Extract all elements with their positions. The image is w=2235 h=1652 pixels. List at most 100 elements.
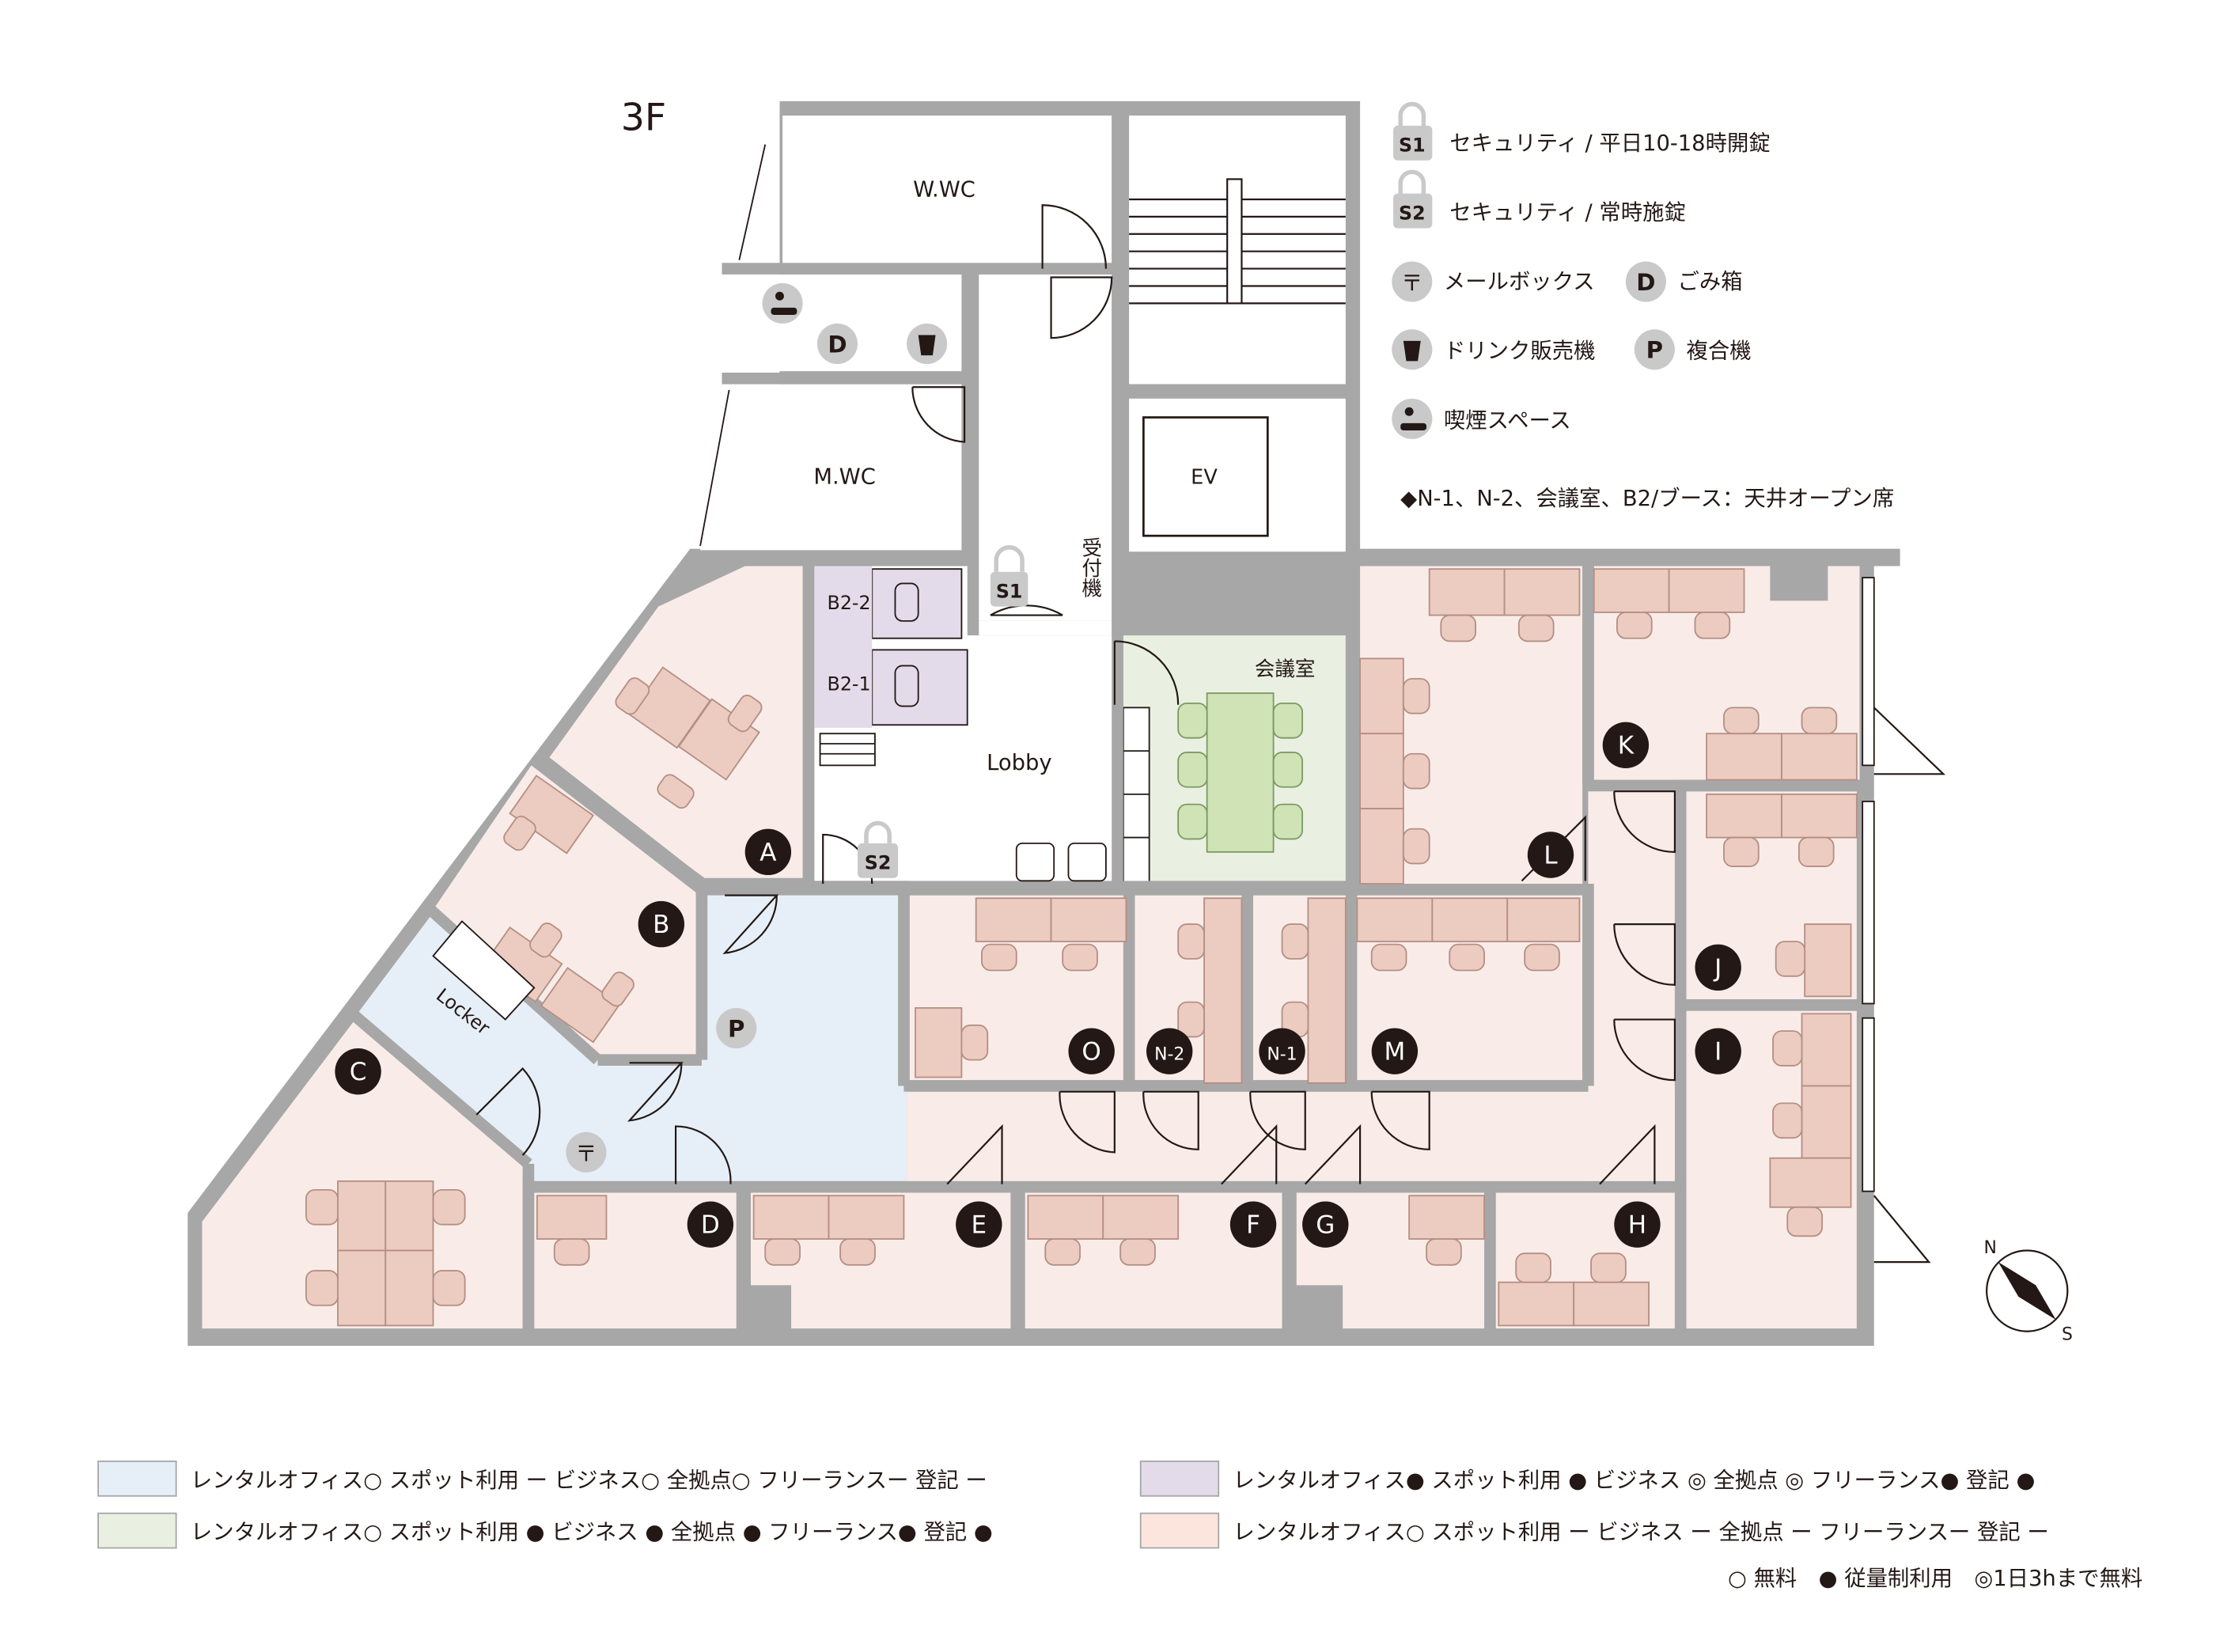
security-s1-icon: S1 [990,545,1028,607]
office-badge-label: B [653,911,669,939]
svg-text:P: P [728,1015,744,1042]
legend-drink-text: ドリンク販売機 [1444,339,1596,364]
office-badge-m: M [1371,1028,1419,1074]
office-badge-label: J [1713,954,1722,983]
svg-text:S2: S2 [1399,203,1426,225]
legend-trash-icon: D [1625,261,1666,302]
office-badge-k: K [1602,722,1650,769]
office-badge-g: G [1302,1201,1349,1248]
legend-printer-text: 複合機 [1687,339,1752,364]
mailbox-icon: 〒 [566,1131,607,1173]
floor-label: 3F [621,96,666,139]
svg-text:D: D [828,331,847,358]
shared-blue-area [354,895,907,1181]
lobby-label: Lobby [987,751,1051,775]
reception-label: 受付機 [1078,537,1102,598]
office-badge-d: D [687,1201,734,1248]
doors [475,204,1946,1264]
office-badge-label: M [1385,1038,1406,1067]
office-badge-label: H [1628,1211,1646,1240]
locker [432,920,536,1021]
office-badge-label: N-2 [1154,1045,1184,1065]
compass-south-label: S [2062,1325,2073,1345]
office-badge-label: F [1246,1211,1260,1240]
office-badge-label: K [1618,732,1635,760]
office-badge-b: B [638,900,685,948]
office-badge-label: N-1 [1267,1045,1297,1065]
trash-icon: D [816,323,858,365]
legend-swatch-green [97,1512,177,1549]
usage-legend: レンタルオフィス○ スポット利用 ー ビジネス○ 全拠点○ フリーランスー 登記… [97,1461,2142,1591]
elevator [1142,416,1269,537]
legend-row-pink: レンタルオフィス○ スポット利用 ー ビジネス ー 全拠点 ー フリーランスー … [1233,1521,2048,1545]
office-badge-label: C [350,1058,367,1086]
svg-text:S1: S1 [996,581,1023,603]
meeting-room [1122,635,1347,885]
smoking-icon [762,282,803,324]
legend-swatch-pink [1139,1512,1220,1549]
office-badges: A B C D E F G H I J K L M N-1 N-2 O [335,722,1741,1248]
svg-text:S1: S1 [1399,135,1426,157]
legend-swatch-purple [1139,1461,1220,1497]
office-badge-j: J [1695,944,1741,991]
stairs [1129,178,1346,305]
svg-text:D: D [1636,269,1655,296]
legend-smoking-icon [1392,398,1433,439]
wwc-label: W.WC [913,177,975,202]
office-badge-l: L [1527,832,1574,878]
office-badge-h: H [1614,1201,1661,1248]
lobby-seats [1015,842,1107,882]
b2-1-label: B2-1 [828,673,871,695]
legend-row-purple: レンタルオフィス● スポット利用 ● ビジネス ◎ 全拠点 ◎ フリーランス● … [1233,1468,2035,1493]
office-badge-c: C [335,1048,381,1095]
svg-text:〒: 〒 [575,1142,597,1166]
svg-text:〒: 〒 [1401,271,1422,296]
legend-footer: ○ 無料 ● 従量制利用 ◎1日3hまで無料 [1728,1567,2142,1591]
legend-open-ceiling-note: ◆N-1、N-2、会議室、B2/ブース：天井オープン席 [1400,487,1894,511]
legend-s1-icon: S1 [1393,101,1433,161]
compass-north-label: N [1983,1238,1996,1258]
ev-label: EV [1191,465,1218,489]
svg-text:P: P [1646,337,1663,364]
legend-mailbox-text: メールボックス [1444,270,1595,294]
office-badge-f: F [1229,1201,1277,1248]
office-badge-label: O [1082,1038,1100,1067]
booth-b2 [814,566,968,767]
service-rooms [700,116,1346,621]
mwc-label: M.WC [813,464,875,489]
legend-swatch-blue [97,1461,177,1497]
svg-text:S2: S2 [865,852,892,874]
office-badge-label: G [1316,1211,1335,1240]
drink-icon [907,323,948,365]
b2-2-label: B2-2 [828,592,871,614]
legend-s2-icon: S2 [1393,169,1433,229]
office-badge-a: A [744,828,792,876]
office-badge-label: I [1714,1038,1722,1067]
meeting-room-label: 会議室 [1255,657,1316,681]
office-badge-n-2: N-2 [1146,1028,1193,1074]
office-badge-i: I [1695,1028,1741,1074]
office-badge-label: A [760,839,776,867]
legend-s2-text: セキュリティ / 常時施錠 [1449,201,1686,225]
office-badge-label: D [701,1211,720,1240]
compass: N S [1983,1238,2072,1344]
legend-row-blue: レンタルオフィス○ スポット利用 ー ビジネス○ 全拠点○ フリーランスー 登記… [191,1468,987,1493]
printer-icon: P [716,1007,757,1049]
office-badge-label: E [972,1211,987,1240]
legend-printer-icon: P [1634,329,1675,370]
office-badge-label: L [1544,841,1558,870]
legend-smoking-text: 喫煙スペース [1444,408,1571,433]
legend-mailbox-icon: 〒 [1392,261,1433,302]
icon-legend: S1 セキュリティ / 平日10-18時開錠 S2 セキュリティ / 常時施錠 … [1392,101,1894,511]
security-s2-icon: S2 [858,820,899,878]
windows [699,144,1875,1192]
legend-trash-text: ごみ箱 [1678,270,1743,294]
office-badge-n-1: N-1 [1259,1028,1305,1074]
legend-row-green: レンタルオフィス○ スポット利用 ● ビジネス ● 全拠点 ● フリーランス● … [191,1521,993,1545]
legend-s1-text: セキュリティ / 平日10-18時開錠 [1449,131,1770,156]
office-badge-e: E [956,1201,1002,1248]
legend-drink-icon [1392,329,1433,370]
office-badge-o: O [1068,1028,1115,1074]
chairs [305,611,1838,1306]
